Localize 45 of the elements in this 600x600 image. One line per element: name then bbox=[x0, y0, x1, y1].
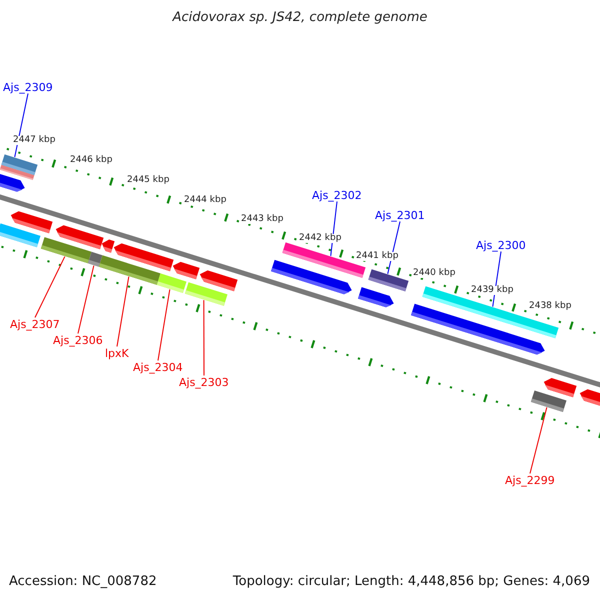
leader-line bbox=[530, 406, 548, 474]
leader-line bbox=[34, 256, 66, 318]
footer-text: Accession: NC_008782 bbox=[9, 575, 157, 588]
gene-label: Ajs_2304 bbox=[133, 362, 183, 372]
gene-label: Ajs_2301 bbox=[375, 210, 425, 220]
gene-block bbox=[40, 237, 92, 264]
leader-line bbox=[116, 276, 130, 347]
gene-block bbox=[0, 223, 40, 248]
title: Acidovorax sp. JS42, complete genome bbox=[171, 11, 428, 24]
footer-text: Topology: circular; Length: 4,448,856 bp; Genes: 4,069 bbox=[232, 575, 590, 588]
gene-label: Ajs_2307 bbox=[10, 318, 60, 330]
scale-label: 2440 kbp bbox=[413, 268, 456, 278]
gene-block bbox=[98, 255, 160, 285]
gene-block bbox=[184, 282, 228, 306]
gene-label: Ajs_2306 bbox=[53, 334, 103, 346]
leader-line bbox=[203, 300, 204, 376]
gene-block bbox=[358, 287, 394, 308]
gene-label: Ajs_2302 bbox=[312, 190, 362, 200]
gene-block bbox=[530, 390, 566, 412]
leader-line bbox=[158, 288, 170, 361]
scale-label: 2445 kbp bbox=[127, 176, 170, 184]
gene-label: Ajs_2300 bbox=[476, 240, 526, 250]
scale-label: 2439 kbp bbox=[471, 286, 514, 294]
scale-label: 2442 kbp bbox=[299, 234, 342, 242]
scale-label: 2444 kbp bbox=[184, 196, 226, 204]
scale-label: 2447 kbp bbox=[13, 136, 56, 144]
leader-line bbox=[14, 93, 28, 158]
gene-block bbox=[544, 378, 577, 398]
gene-label: lpxK bbox=[105, 348, 129, 358]
gene-block bbox=[172, 262, 200, 280]
scale-label: 2443 kbp bbox=[241, 214, 284, 224]
scale-label: 2441 kbp bbox=[356, 252, 398, 260]
gene-label: Ajs_2309 bbox=[3, 82, 53, 92]
gene-block bbox=[0, 174, 25, 192]
gene-block bbox=[102, 240, 115, 253]
gene-block bbox=[368, 269, 409, 292]
gene-block bbox=[156, 273, 186, 293]
gene-block bbox=[200, 270, 238, 292]
scale-label: 2446 kbp bbox=[70, 156, 112, 164]
gene-label: Ajs_2303 bbox=[179, 376, 229, 388]
leader-line bbox=[492, 251, 502, 308]
leader-line bbox=[78, 265, 94, 334]
gene-block bbox=[271, 260, 352, 294]
gene-label: Ajs_2299 bbox=[505, 474, 555, 486]
scale-label: 2438 kbp bbox=[529, 302, 572, 310]
